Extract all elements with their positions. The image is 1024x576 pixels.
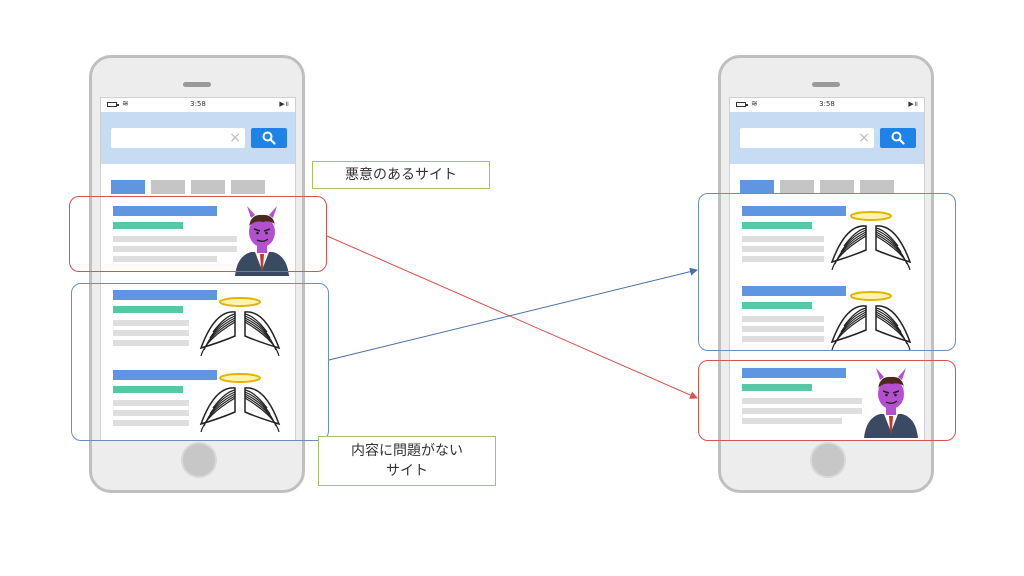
battery-icon [107,102,119,107]
result-url-bar [742,384,812,391]
tab-1[interactable] [111,180,145,194]
status-time: 3:58 [819,100,835,108]
devil-icon [864,368,918,438]
battery-icon [736,102,748,107]
result-text-line [742,256,824,262]
safe-rise-arrow [328,267,698,361]
result-text-line [113,330,189,336]
status-bar: ≋ 3:58 ▶॥ [730,98,924,112]
result-text-line [113,340,189,346]
search-result-safe[interactable] [730,282,924,356]
phone-after: ≋ 3:58 ▶॥ × [718,55,934,493]
angel-wings-icon [830,211,912,270]
home-button[interactable] [181,442,217,478]
search-icon [891,131,905,145]
search-icon [262,131,276,145]
devil-icon [235,206,289,276]
angel-wings-icon [830,291,912,350]
result-text-line [113,236,237,242]
result-text-line [113,410,189,416]
result-url-bar [742,302,812,309]
result-text-line [742,336,824,342]
result-title-bar [113,290,217,300]
status-bar: ≋ 3:58 ▶॥ [101,98,295,112]
search-result-safe[interactable] [101,286,295,360]
tab-3[interactable] [191,180,225,194]
tab-3[interactable] [820,180,854,194]
result-text-line [113,420,189,426]
result-text-line [742,326,824,332]
phone-before: ≋ 3:58 ▶॥ × [89,55,305,493]
wifi-icon: ≋ [122,99,129,108]
result-title-bar [113,370,217,380]
wifi-icon: ≋ [751,99,758,108]
search-result-malicious[interactable] [101,202,295,276]
malicious-site-label-text: 悪意のあるサイト [345,167,457,183]
search-button[interactable] [880,128,916,148]
result-text-line [742,316,824,322]
search-result-safe[interactable] [101,366,295,440]
play-pause-icon: ▶॥ [279,100,289,108]
result-text-line [742,398,862,404]
safe-site-label: 内容に問題がない サイト [318,436,496,486]
result-text-line [742,408,862,414]
result-text-line [742,236,824,242]
tab-4[interactable] [231,180,265,194]
search-result-safe[interactable] [730,202,924,276]
tab-2[interactable] [780,180,814,194]
phone-speaker [183,82,211,87]
search-input[interactable]: × [740,128,874,148]
result-text-line [113,246,237,252]
result-url-bar [113,306,183,313]
search-band: × [101,112,295,164]
status-time: 3:58 [190,100,206,108]
home-button[interactable] [810,442,846,478]
safe-sites-highlight-after [698,193,956,351]
clear-icon[interactable]: × [858,130,870,146]
result-url-bar [113,386,183,393]
tab-2[interactable] [151,180,185,194]
search-result-malicious[interactable] [730,364,924,438]
result-text-line [113,400,189,406]
angel-wings-icon [199,373,281,432]
result-title-bar [742,206,846,216]
safe-site-label-line1: 内容に問題がない [351,443,463,459]
result-title-bar [742,286,846,296]
tab-4[interactable] [860,180,894,194]
phone-screen: ≋ 3:58 ▶॥ × [100,97,296,441]
result-text-line [742,418,842,424]
malicious-site-highlight-after [698,360,956,441]
angel-wings-icon [199,297,281,356]
result-title-bar [742,368,846,378]
result-text-line [113,320,189,326]
result-title-bar [113,206,217,216]
phone-screen: ≋ 3:58 ▶॥ × [729,97,925,441]
result-text-line [113,256,217,262]
safe-sites-highlight-before [71,283,329,441]
result-text-line [742,246,824,252]
malicious-site-highlight-before [69,196,327,272]
play-pause-icon: ▶॥ [908,100,918,108]
malicious-site-label: 悪意のあるサイト [312,161,490,189]
tab-1[interactable] [740,180,774,194]
malicious-drop-arrow [326,235,698,399]
search-input[interactable]: × [111,128,245,148]
search-button[interactable] [251,128,287,148]
search-band: × [730,112,924,164]
result-url-bar [742,222,812,229]
clear-icon[interactable]: × [229,130,241,146]
safe-site-label-line2: サイト [386,463,428,479]
phone-speaker [812,82,840,87]
result-url-bar [113,222,183,229]
